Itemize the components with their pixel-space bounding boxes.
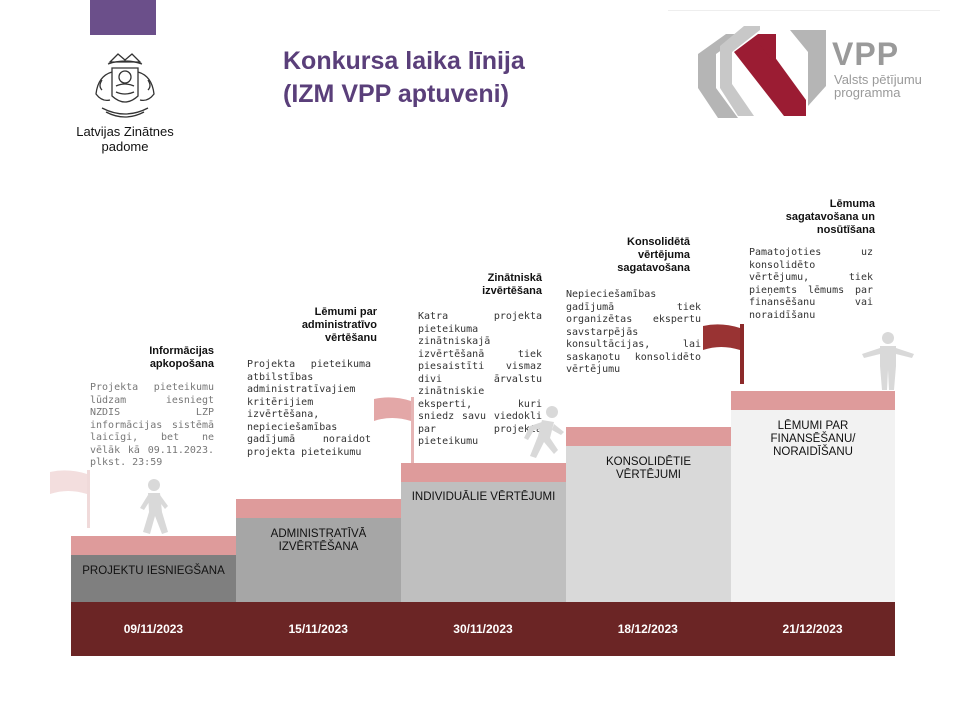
running-person-icon <box>524 406 564 458</box>
title-line-1: Konkursa laika līnija <box>283 47 525 75</box>
step-4-block: KONSOLIDĒTIE VĒRTĒJUMI <box>566 446 731 602</box>
step-5-heading: Lēmuma sagatavošana un nosūtīšana <box>785 198 875 236</box>
step-3-bar <box>401 463 566 482</box>
step-1-bar <box>71 536 236 555</box>
step-5-label: LĒMUMI PAR FINANSĒŠANU/ NORAIDĪŠANU <box>770 420 856 458</box>
step-5-date: 21/12/2023 <box>782 622 843 636</box>
step-3-description: Katra projekta pieteikuma zinātniskajā i… <box>418 311 542 447</box>
step-2-bar <box>236 499 401 518</box>
lzp-coat-of-arms-icon <box>95 53 155 118</box>
page-title: Konkursa laika līnija (IZM VPP aptuveni) <box>283 45 525 111</box>
step-3-date: 30/11/2023 <box>453 622 513 636</box>
walking-person-icon <box>140 479 168 534</box>
step-1-block: PROJEKTU IESNIEGŠANA <box>71 555 236 602</box>
step-2-heading: Lēmumi par administratīvo vērtēšanu <box>301 306 377 344</box>
flag-icon <box>703 324 744 384</box>
vpp-full-name: Valsts pētījumu programma <box>834 72 922 100</box>
step-4-heading: Konsolidētā vērtējuma sagatavošana <box>617 236 690 274</box>
step-3-label: INDIVIDUĀLIE VĒRTĒJUMI <box>411 491 556 503</box>
step-5-bar <box>731 391 895 410</box>
standing-person-icon <box>862 332 914 390</box>
step-2-block: ADMINISTRATĪVĀ IZVĒRTĒŠANA <box>236 518 401 602</box>
step-2-label: ADMINISTRATĪVĀ IZVĒRTĒŠANA <box>270 528 367 553</box>
vpp-abbreviation: VPP <box>832 36 900 72</box>
step-1-heading: Informācijas apkopošana <box>149 345 214 370</box>
step-4-date: 18/12/2023 <box>617 622 678 636</box>
top-divider <box>668 10 940 11</box>
step-4-bar <box>566 427 731 446</box>
step-1-date: 09/11/2023 <box>123 622 184 636</box>
step-1-description: Projekta pieteikumu lūdzam iesniegt NZDI… <box>90 382 214 468</box>
title-line-2: (IZM VPP aptuveni) <box>283 80 509 108</box>
vpp-logo-icon <box>698 26 826 118</box>
step-4-description: Nepieciešamības gadījumā tiek organizēta… <box>566 289 701 375</box>
step-3-block: INDIVIDUĀLIE VĒRTĒJUMI <box>401 482 566 602</box>
step-5-block: LĒMUMI PAR FINANSĒŠANU/ NORAIDĪŠANU <box>731 410 895 602</box>
flag-icon <box>50 470 90 528</box>
step-1-label: PROJEKTU IESNIEGŠANA <box>82 565 225 577</box>
date-band: 09/11/2023 15/11/2023 30/11/2023 18/12/2… <box>71 602 895 656</box>
step-3-heading: Zinātniskā izvērtēšana <box>482 272 542 297</box>
step-2-date: 15/11/2023 <box>288 622 348 636</box>
step-2-description: Projekta pieteikuma atbilstības administ… <box>247 359 371 458</box>
corner-accent <box>90 0 156 35</box>
flag-icon <box>374 397 414 463</box>
step-4-label: KONSOLIDĒTIE VĒRTĒJUMI <box>606 456 691 481</box>
lzp-org-name: Latvijas Zinātnes padome <box>76 124 174 154</box>
step-5-description: Pamatojoties uz konsolidēto vērtējumu, t… <box>749 247 873 321</box>
